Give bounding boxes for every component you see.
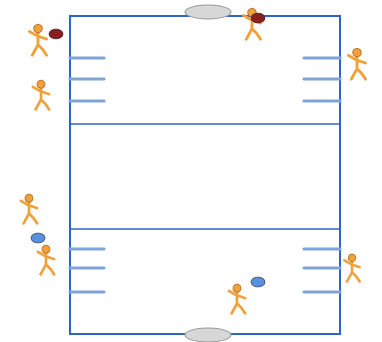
lane-markers-lower-right [304, 249, 340, 292]
player-head [233, 284, 241, 292]
balls [31, 13, 265, 287]
ball-blue-2 [251, 277, 265, 287]
player-head [353, 48, 362, 57]
top-goal [185, 5, 231, 19]
ball-red-1 [49, 29, 63, 39]
player-left-mid [21, 194, 37, 223]
ball-red-2 [251, 13, 265, 23]
player-left-upper [33, 80, 49, 109]
player-top-left [29, 24, 46, 55]
player-head [34, 24, 43, 33]
goals [185, 5, 231, 342]
lane-markers-lower-left [70, 249, 104, 292]
player-head [37, 80, 45, 88]
court-boundary [70, 16, 340, 334]
player-top-right [348, 48, 365, 79]
lane-markers-upper-right [304, 58, 340, 101]
player-left-lower [38, 245, 54, 274]
lane-markers-upper-left [70, 58, 104, 101]
player-head [348, 254, 356, 262]
player-head [25, 194, 33, 202]
player-head [42, 245, 50, 253]
player-right-lower [344, 254, 359, 282]
ball-blue-1 [31, 233, 45, 243]
player-bottom-center [229, 284, 245, 313]
player-body [344, 260, 359, 281]
player-body [348, 55, 365, 79]
bottom-goal [185, 328, 231, 342]
player-body [229, 291, 245, 314]
player-body [38, 252, 54, 275]
player-body [33, 87, 49, 110]
player-body [29, 31, 46, 55]
court [70, 16, 340, 334]
player-body [21, 201, 37, 224]
